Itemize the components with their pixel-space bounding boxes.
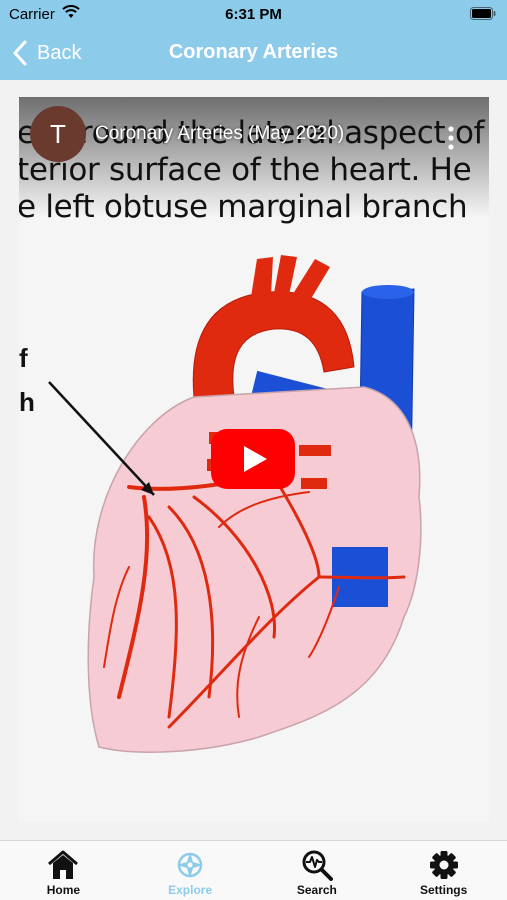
page-title: Coronary Arteries xyxy=(168,41,339,63)
diagram-label: h xyxy=(19,387,35,417)
tab-bar: Home Explore Search Settings xyxy=(0,840,507,900)
status-bar: Carrier 6:31 PM xyxy=(0,0,507,28)
carrier-label: Carrier xyxy=(9,6,55,23)
chevron-left-icon xyxy=(13,40,27,66)
tab-settings[interactable]: Settings xyxy=(380,841,507,900)
wifi-icon xyxy=(62,5,80,18)
channel-avatar[interactable]: T xyxy=(30,106,86,162)
tab-label: Search xyxy=(296,883,337,897)
gear-icon xyxy=(429,851,458,879)
tab-label: Settings xyxy=(419,883,468,897)
home-icon xyxy=(48,850,79,879)
video-overlay-gradient xyxy=(19,97,489,217)
tab-label: Explore xyxy=(168,883,213,897)
app-header: Carrier 6:31 PM Back Coronary Arteries xyxy=(0,0,507,80)
navigation-bar: Back Coronary Arteries xyxy=(0,28,507,80)
video-title[interactable]: Coronary Arteries (May 2020) xyxy=(95,123,345,144)
back-label: Back xyxy=(37,41,82,64)
diagram-label: f xyxy=(19,343,28,373)
channel-initial: T xyxy=(50,118,66,149)
video-caption: es around the lateral aspect of terior s… xyxy=(19,115,485,225)
play-button-icon[interactable] xyxy=(211,429,295,489)
tab-label: Home xyxy=(46,883,81,897)
battery-icon xyxy=(470,7,496,20)
video-player[interactable]: es around the lateral aspect of terior s… xyxy=(19,97,489,822)
compass-icon xyxy=(177,852,204,878)
tab-home[interactable]: Home xyxy=(0,841,127,900)
search-pulse-icon xyxy=(302,850,333,881)
tab-explore[interactable]: Explore xyxy=(127,841,254,900)
tab-search[interactable]: Search xyxy=(254,841,381,900)
back-button[interactable]: Back xyxy=(12,38,81,68)
more-vertical-icon[interactable] xyxy=(447,125,455,151)
status-time: 6:31 PM xyxy=(225,6,282,23)
